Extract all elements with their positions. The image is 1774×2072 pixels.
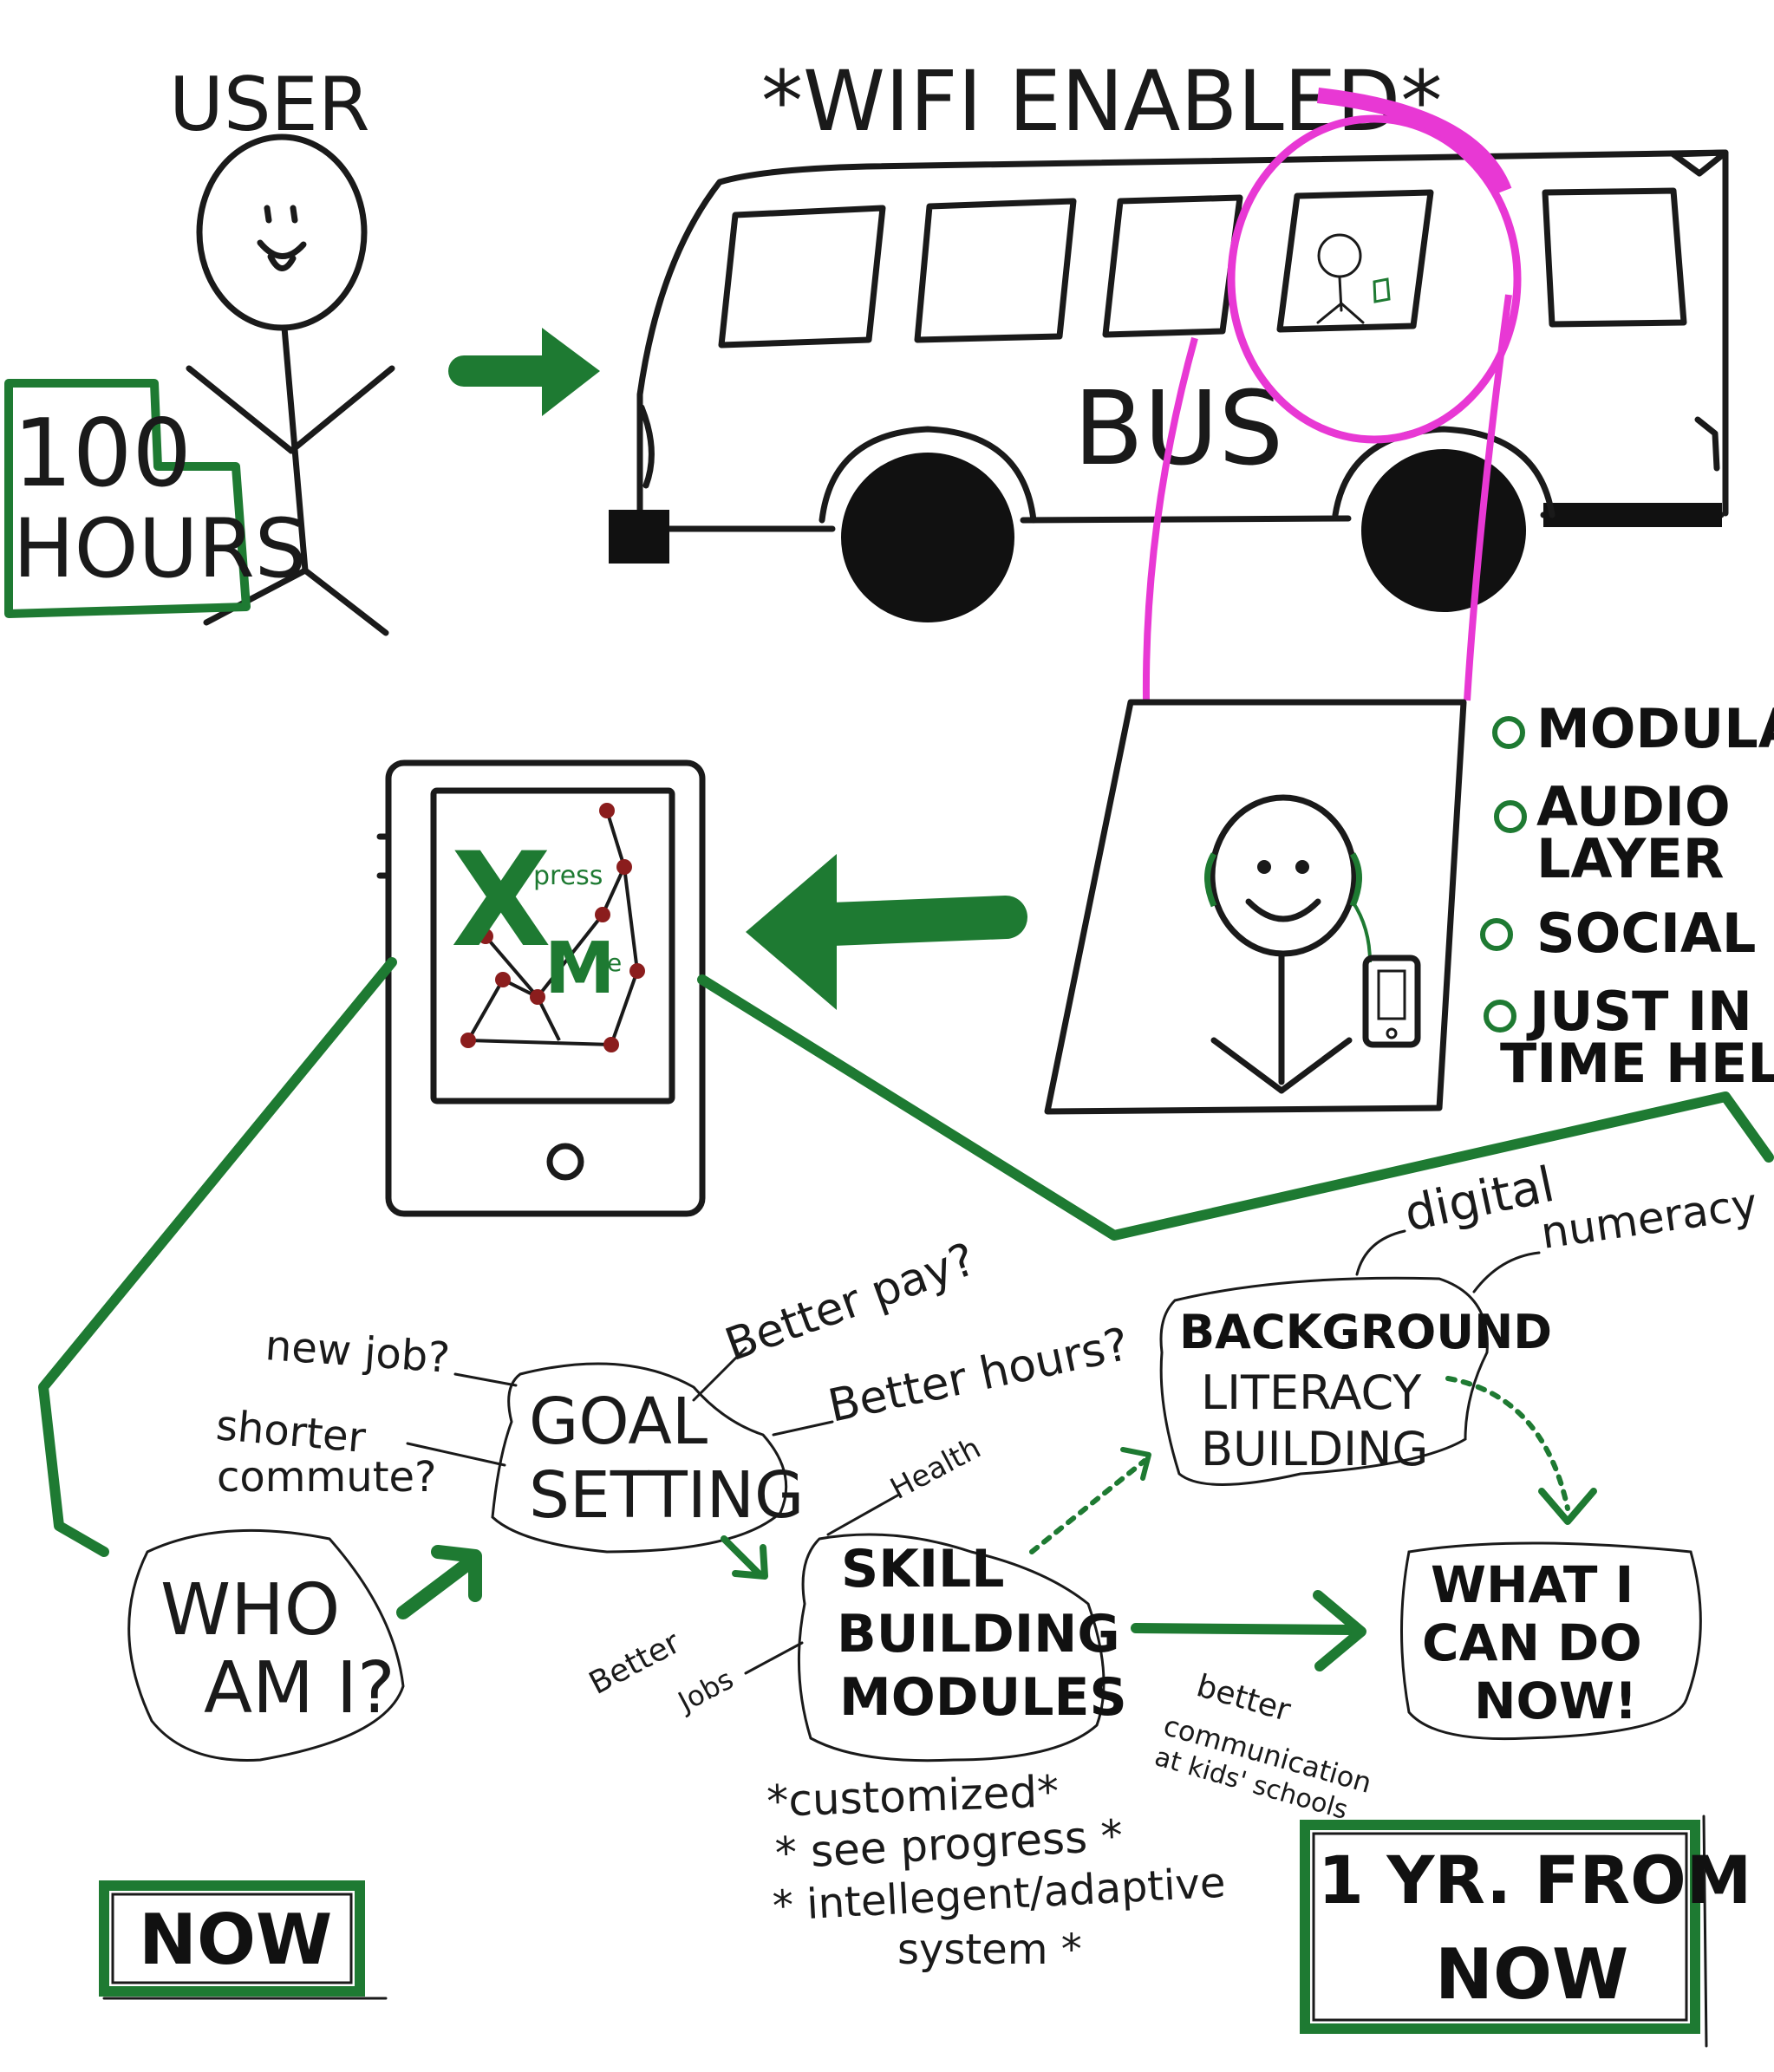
future-label-line1: 1 YR. FROM xyxy=(1318,1841,1751,1919)
phone-logo-x: X xyxy=(451,825,551,976)
dotted-arrow-background-to-what xyxy=(1445,1376,1597,1525)
user-figure xyxy=(186,134,395,636)
arrow-inset-to-phone xyxy=(746,854,1027,1010)
goal-setting-line1: GOAL xyxy=(529,1385,708,1459)
who-am-i-line2: AM I? xyxy=(204,1647,395,1730)
what-i-can-do-line3: NOW! xyxy=(1474,1671,1637,1730)
phone-logo-m: M xyxy=(545,928,616,1010)
background-literacy-line3: BUILDING xyxy=(1201,1422,1428,1476)
label-numeracy: numeracy xyxy=(1538,1178,1761,1258)
label-better-jobs-1: Better xyxy=(584,1625,686,1702)
connector-phone-to-who xyxy=(38,957,397,1557)
feature-list: MODULAR AUDIO LAYER SOCIAL JUST IN TIME … xyxy=(1480,697,1774,1095)
goal-setting-cloud xyxy=(491,1362,788,1554)
skill-building-line3: MODULES xyxy=(839,1667,1127,1728)
dotted-arrow-skill-to-background xyxy=(1029,1447,1151,1554)
feature-layer: LAYER xyxy=(1536,827,1725,890)
what-i-can-do-cloud xyxy=(1400,1541,1702,1741)
who-am-i-line1: WHO xyxy=(160,1569,340,1652)
goal-setting-line2: SETTING xyxy=(529,1458,804,1533)
phone-logo-e: e xyxy=(607,948,622,977)
future-label-line2: NOW xyxy=(1435,1934,1628,2015)
user-label: USER xyxy=(169,62,370,148)
hours-label: HOURS xyxy=(13,502,306,596)
what-i-can-do-line1: WHAT I xyxy=(1431,1555,1634,1614)
label-health: Health xyxy=(884,1430,986,1507)
background-literacy-cloud xyxy=(1159,1276,1489,1486)
skill-building-line2: BUILDING xyxy=(837,1604,1120,1665)
who-am-i-cloud xyxy=(127,1528,405,1762)
feature-just-in: JUST IN xyxy=(1526,980,1752,1043)
background-literacy-line2: LITERACY xyxy=(1201,1365,1422,1420)
skill-note-system: system * xyxy=(897,1925,1082,1974)
label-better-hours: Better hours? xyxy=(824,1319,1133,1433)
skill-building-cloud xyxy=(797,1533,1105,1763)
now-box xyxy=(99,1880,388,2000)
feature-social: SOCIAL xyxy=(1536,902,1756,965)
label-better-pay: Better pay? xyxy=(719,1234,982,1372)
feature-audio: AUDIO xyxy=(1536,775,1731,838)
feature-modular: MODULAR xyxy=(1536,697,1774,760)
arrow-who-to-goal xyxy=(396,1545,482,1619)
hours-badge: 100 HOURS xyxy=(4,379,306,618)
phone-device xyxy=(376,759,706,1217)
skill-building-line1: SKILL xyxy=(841,1539,1005,1600)
arrow-goal-to-skill xyxy=(721,1535,768,1580)
feature-time-help: TIME HELP xyxy=(1500,1032,1774,1095)
label-new-job: new job? xyxy=(264,1321,452,1383)
connector-phone-to-background xyxy=(697,974,1774,1241)
now-label: NOW xyxy=(139,1899,332,1980)
skill-note-customized: *customized* xyxy=(766,1766,1060,1827)
arrow-user-to-bus xyxy=(448,328,600,416)
hours-number: 100 xyxy=(13,400,192,508)
bus-label: BUS xyxy=(1073,368,1283,488)
label-better-jobs-2: Jobs xyxy=(671,1663,739,1719)
phone-logo-press: press xyxy=(533,861,603,891)
what-i-can-do-line2: CAN DO xyxy=(1422,1613,1642,1672)
zoom-highlight xyxy=(1142,88,1522,701)
background-literacy-line1: BACKGROUND xyxy=(1179,1305,1552,1359)
label-commute: commute? xyxy=(217,1453,437,1502)
arrow-skill-to-what xyxy=(1131,1590,1366,1671)
zoom-inset-panel xyxy=(1044,699,1467,1115)
future-box xyxy=(1300,1815,1708,2048)
